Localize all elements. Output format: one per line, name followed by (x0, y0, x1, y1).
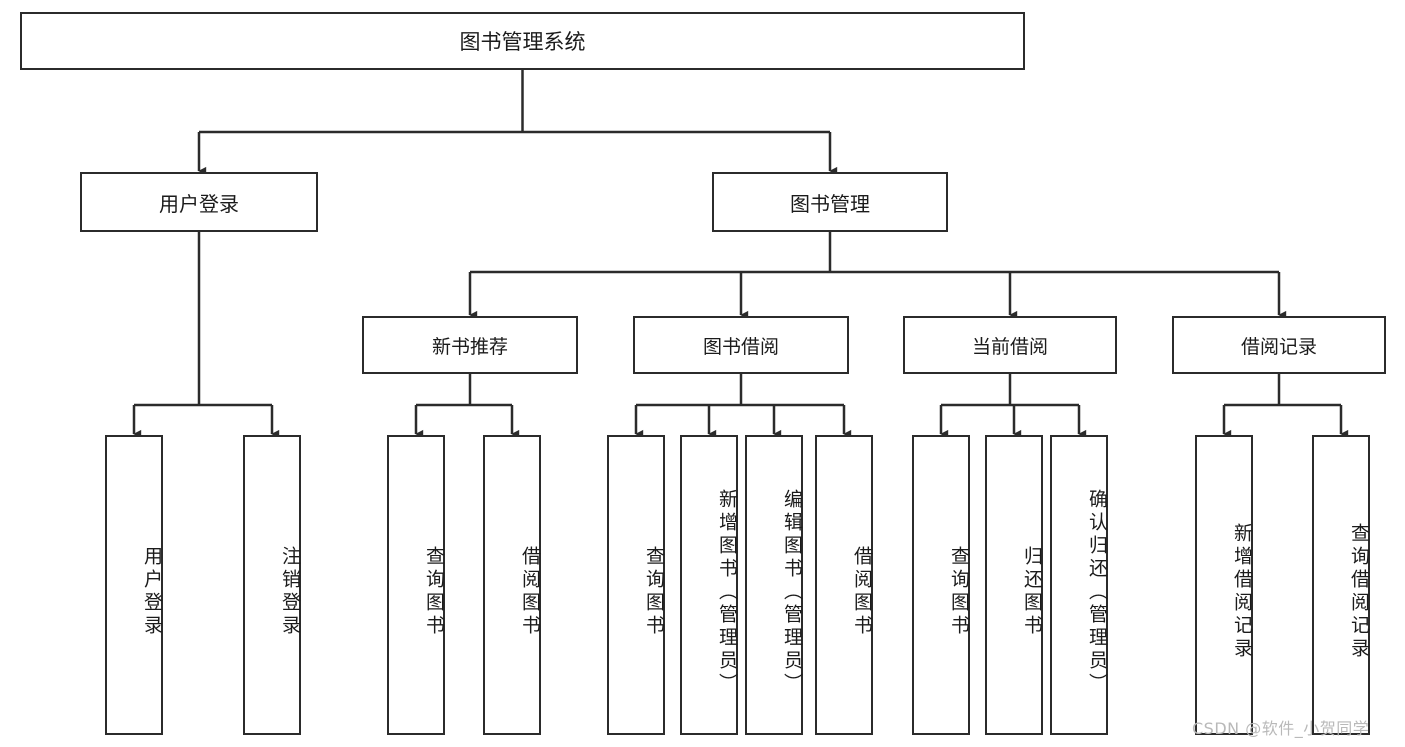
node-borrow[interactable]: 图书借阅 (633, 316, 849, 374)
node-label: 注销登录 (279, 546, 301, 638)
node-label: 归还图书 (1021, 546, 1043, 638)
csdn-watermark: CSDN @软件_小贺同学 (1192, 719, 1370, 738)
node-leaf-rec-query[interactable]: 查询借阅记录 (1312, 435, 1370, 735)
node-label: 查询图书 (948, 546, 970, 638)
node-leaf-bk-borrow[interactable]: 借阅图书 (815, 435, 873, 735)
node-label: 新书推荐 (431, 335, 508, 358)
node-label: 图书借阅 (702, 335, 779, 358)
node-label: 借阅图书 (851, 546, 873, 638)
node-label: 新增借阅记录 (1231, 523, 1253, 661)
node-leaf-rec-add[interactable]: 新增借阅记录 (1195, 435, 1253, 735)
node-leaf-cur-confirm[interactable]: 确认归还（管理员） (1050, 435, 1108, 735)
node-root[interactable]: 图书管理系统 (20, 12, 1025, 70)
node-leaf-nb-borrow[interactable]: 借阅图书 (483, 435, 541, 735)
node-label: 新增图书（管理员） (716, 488, 738, 696)
node-leaf-user-login[interactable]: 用户登录 (105, 435, 163, 735)
node-label: 当前借阅 (971, 335, 1048, 358)
node-label: 借阅图书 (519, 546, 541, 638)
node-current[interactable]: 当前借阅 (903, 316, 1117, 374)
node-label: 用户登录 (141, 546, 163, 638)
node-leaf-bk-add[interactable]: 新增图书（管理员） (680, 435, 738, 735)
node-leaf-nb-query[interactable]: 查询图书 (387, 435, 445, 735)
node-leaf-bk-edit[interactable]: 编辑图书（管理员） (745, 435, 803, 735)
node-leaf-bk-query[interactable]: 查询图书 (607, 435, 665, 735)
node-records[interactable]: 借阅记录 (1172, 316, 1386, 374)
node-leaf-user-logout[interactable]: 注销登录 (243, 435, 301, 735)
node-leaf-cur-query[interactable]: 查询图书 (912, 435, 970, 735)
node-label: 查询借阅记录 (1348, 523, 1370, 661)
node-label: 查询图书 (423, 546, 445, 638)
node-newbook[interactable]: 新书推荐 (362, 316, 578, 374)
node-label: 借阅记录 (1240, 335, 1317, 358)
node-label: 确认归还（管理员） (1086, 488, 1108, 696)
node-leaf-cur-return[interactable]: 归还图书 (985, 435, 1043, 735)
node-label: 查询图书 (643, 546, 665, 638)
node-login[interactable]: 用户登录 (80, 172, 318, 232)
node-label: 图书管理系统 (459, 30, 586, 54)
node-bookmgmt[interactable]: 图书管理 (712, 172, 948, 232)
node-label: 用户登录 (159, 191, 239, 216)
node-label: 编辑图书（管理员） (781, 488, 803, 696)
node-label: 图书管理 (790, 191, 870, 216)
